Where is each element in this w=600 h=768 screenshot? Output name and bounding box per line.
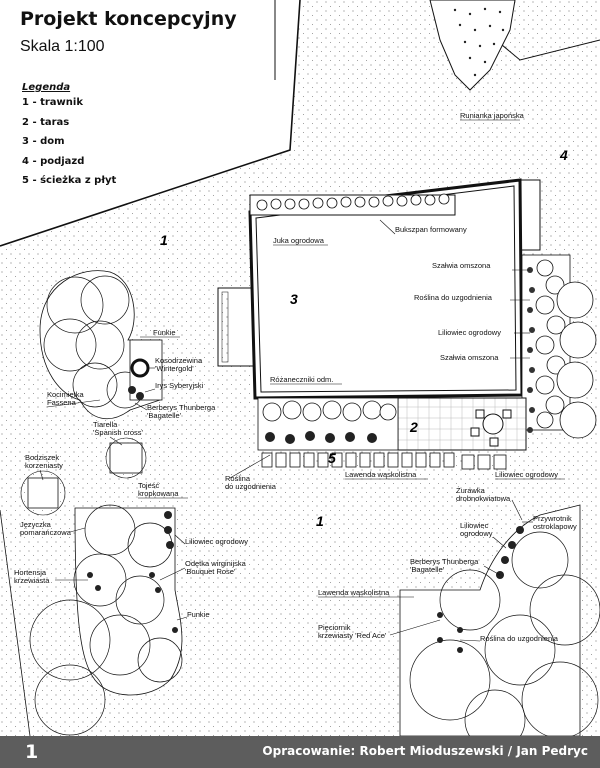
left-boundary: [0, 509, 31, 737]
left-lower-dark: [87, 511, 178, 633]
label-szalwia2: Szałwia omszona: [440, 353, 499, 362]
zone-number-terrace: 2: [409, 419, 418, 435]
label-roslina2-2: do uzgodnienia: [225, 482, 277, 491]
label-bodziszek-1: Bodziszek: [25, 453, 59, 462]
zone-number-path: 5: [328, 450, 336, 466]
page-number: 1: [25, 741, 39, 763]
legend-item: 3 - dom: [22, 136, 65, 147]
label-roslina3: Roślina do uzgodnienia: [480, 634, 559, 643]
right-lower-dark: [437, 526, 524, 653]
label-odetka-1: Odętka wirginijska: [185, 559, 247, 568]
label-kosodrzewina-2: 'Wintergold': [155, 364, 194, 373]
label-berberys1-1: Berberys Thunberga: [147, 403, 216, 412]
legend-item: 4 - podjazd: [22, 155, 85, 167]
driveway: [520, 179, 541, 251]
front-bed-plants: [262, 400, 397, 422]
zone-number-driveway: 4: [559, 147, 568, 163]
label-berberys1-2: 'Bagatelle': [147, 411, 182, 420]
right-bed-lower: [399, 504, 581, 737]
front-bed-dark-plants: [265, 431, 377, 444]
legend-title: Legenda: [22, 82, 71, 93]
label-roslina1: Roślina do uzgodnienia: [414, 293, 493, 302]
label-kosodrzewina-1: Kosodrzewina: [155, 356, 203, 365]
label-hortensja-1: Hortensja: [14, 568, 47, 577]
zone-number-house: 3: [290, 291, 298, 307]
legend-item: 1 - trawnik: [22, 97, 83, 108]
annex-hedge: [221, 291, 229, 363]
scale-label: Skala 1:100: [20, 38, 105, 55]
terrace-furniture: [470, 409, 512, 447]
label-kocimietka-2: Fassena: [47, 398, 77, 407]
left-bed-lower: [74, 507, 183, 696]
bodziszek-bed: [27, 477, 59, 509]
label-liliowiec4-2: ogrodowy: [460, 529, 493, 538]
legend-item: 2 - taras: [22, 116, 70, 128]
runianka-hatch: [453, 7, 505, 77]
footer-bar: 1 Opracowanie: Robert Mioduszewski / Jan…: [0, 736, 600, 768]
label-roslina2-1: Roślina: [225, 474, 251, 483]
label-lawenda1: Lawenda wąskolistna: [345, 470, 417, 479]
label-funkie1: Funkie: [153, 328, 176, 337]
label-bodziszek-2: korzeniasty: [25, 461, 63, 470]
label-rozaneczniki: Różaneczniki odm.: [270, 375, 333, 384]
legend: Legenda 1 - trawnik 2 - taras 3 - dom 4 …: [22, 82, 116, 195]
label-liliowiec3: Liliowiec ogrodowy: [185, 537, 248, 546]
label-odetka-2: 'Bouquet Rose': [185, 567, 236, 576]
authors: Opracowanie: Robert Mioduszewski / Jan P…: [262, 744, 588, 758]
label-liliowiec2: Liliowiec ogrodowy: [495, 470, 558, 479]
label-hortensja-2: krzewiasta: [14, 576, 50, 585]
plot-boundary: [0, 0, 301, 247]
tiarella-circle: [105, 437, 147, 479]
label-szalwia1: Szałwia omszona: [432, 261, 491, 270]
label-lawenda2: Lawenda wąskolistna: [318, 588, 390, 597]
zone-number-lawn-top: 1: [160, 232, 168, 248]
label-jezyczka-1: Języczka: [20, 520, 52, 529]
right-bed-shrubs: [527, 267, 535, 433]
stone-path: [261, 452, 507, 470]
zone-number-lawn-bottom: 1: [316, 513, 324, 529]
label-tojesc-2: kropkowana: [138, 489, 179, 498]
label-przywrotnik-1: Przywrotnik: [533, 514, 572, 523]
legend-item: 5 - ścieżka z płyt: [22, 175, 117, 186]
label-liliowiec1: Liliowiec ogrodowy: [438, 328, 501, 337]
kosodrzewina-plant: [130, 358, 150, 378]
label-kocimietka-1: Kocimiętka: [47, 390, 85, 399]
tiarella-bed: [109, 442, 143, 474]
label-jezyczka-2: pomarańczowa: [20, 528, 72, 537]
left-lower-circles: [29, 504, 183, 736]
label-bukszpan: Bukszpan formowany: [395, 225, 467, 234]
label-tiarella-2: 'Spanish cross': [93, 428, 144, 437]
label-pieciornik-2: krzewiasty 'Red Ace': [318, 631, 387, 640]
label-funkie2: Funkie: [187, 610, 210, 619]
label-irys: Irys Syberyjski: [155, 381, 204, 390]
runianka-bed: [429, 0, 516, 91]
label-tojesc-1: Tojeść: [138, 481, 160, 490]
label-tiarella-1: Tiarella: [93, 420, 118, 429]
label-berberys2-2: 'Bagatelle': [410, 565, 445, 574]
label-zurawka-2: drobnokwiatowa: [456, 494, 511, 503]
left-bed-circles: [43, 275, 144, 409]
label-pieciornik-1: Pięciornik: [318, 623, 351, 632]
right-bed-plants: [535, 259, 597, 439]
bodziszek-circle: [20, 470, 66, 516]
label-berberys2-1: Berberys Thunberga: [410, 557, 479, 566]
terrace: [397, 397, 527, 451]
label-zurawka-1: Żurawka: [456, 486, 486, 495]
label-liliowiec4-1: Liliowiec: [460, 521, 489, 530]
bukszpan-plants: [256, 193, 450, 211]
label-juka: Juka ogrodowa: [273, 236, 325, 245]
label-przywrotnik-2: ostroklapowy: [533, 522, 577, 531]
label-runianka: Runianka japońska: [460, 111, 525, 120]
plant-labels: Runianka japońska Bukszpan formowany Juk…: [14, 111, 577, 643]
irys-plants: [128, 386, 144, 400]
page-title: Projekt koncepcyjny: [20, 8, 237, 30]
